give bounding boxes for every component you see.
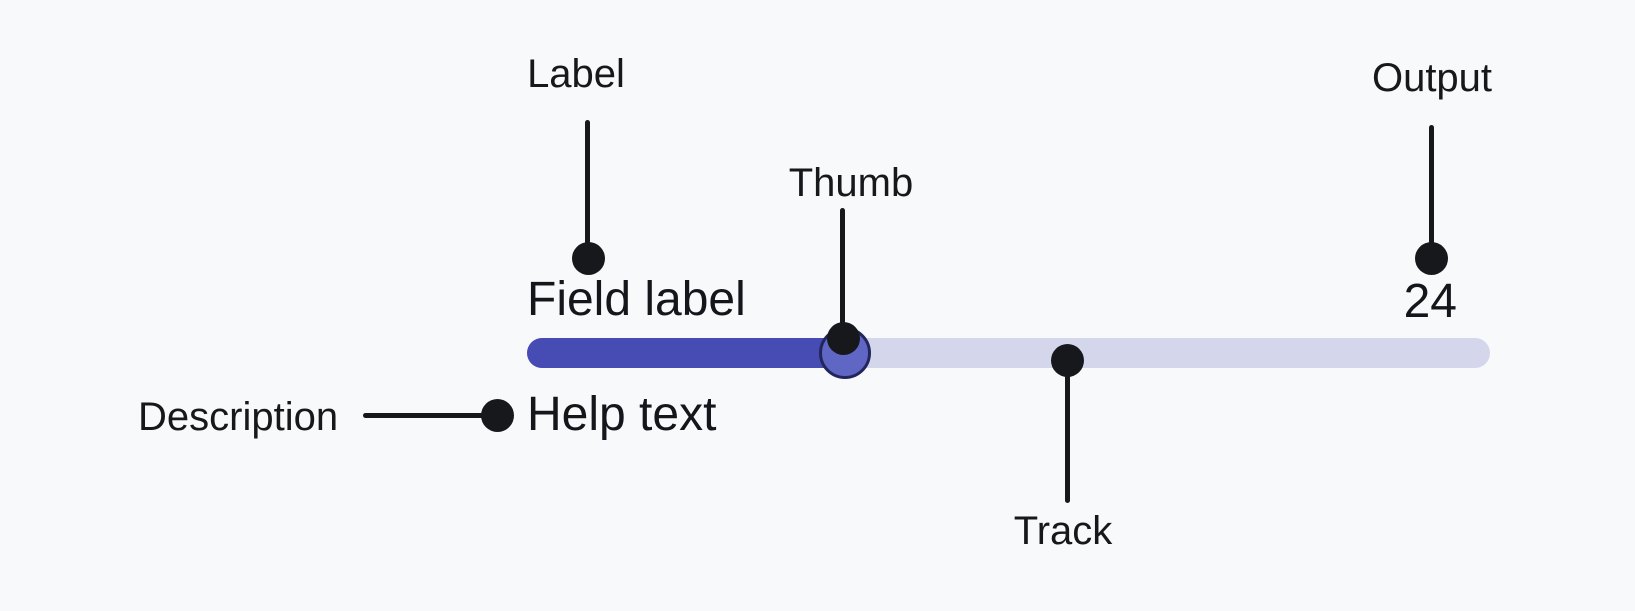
slider[interactable]: [527, 327, 1490, 379]
label-callout-dot-icon: [571, 241, 605, 275]
slider-track[interactable]: [527, 338, 1490, 368]
track-callout-dot-icon: [1050, 343, 1084, 377]
description-leader-line: [363, 412, 497, 418]
thumb-annotation-text: Thumb: [788, 161, 914, 205]
label-annotation-text: Label: [527, 52, 625, 96]
output-callout-dot-icon: [1414, 241, 1448, 275]
track-leader-line: [1064, 362, 1070, 503]
slider-track-fill: [527, 338, 845, 368]
slider-help-text: Help text: [527, 388, 717, 441]
thumb-leader-line: [839, 208, 845, 340]
description-callout-dot-icon: [480, 398, 514, 432]
label-leader-line: [584, 120, 590, 260]
output-leader-line: [1428, 125, 1434, 260]
thumb-callout-dot-icon: [826, 321, 860, 355]
slider-output-value: 24: [1403, 275, 1457, 328]
output-annotation-text: Output: [1371, 56, 1493, 100]
slider-field-label: Field label: [527, 273, 746, 326]
track-annotation-text: Track: [1013, 509, 1113, 553]
description-annotation-text: Description: [138, 395, 339, 439]
